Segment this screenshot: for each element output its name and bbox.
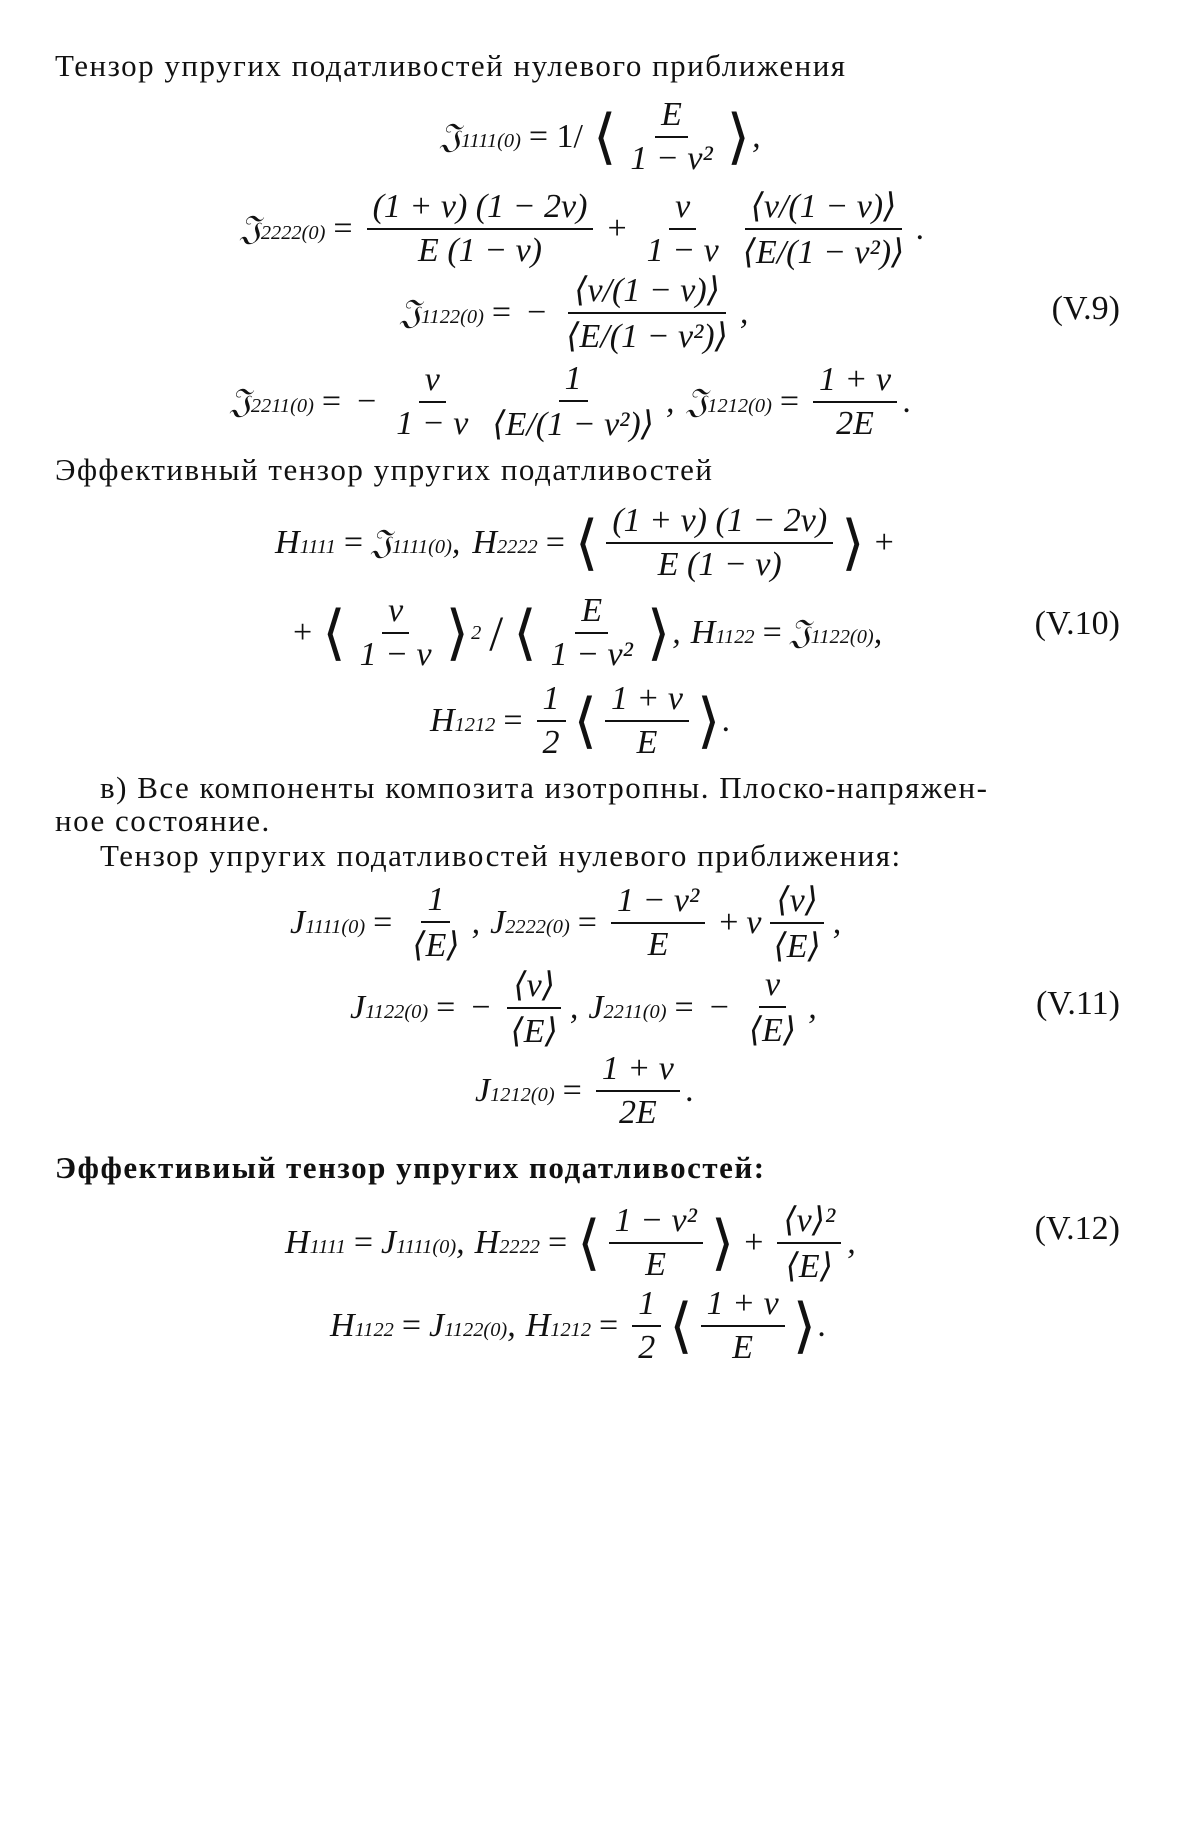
paragraph-effective-tensor: Эффективный тензор упругих податливостей xyxy=(55,452,714,487)
paragraph-isotropic-line1: в) Все компоненты композита изотропны. П… xyxy=(100,770,989,805)
equation-number-v11: (V.11) xyxy=(1035,985,1120,1022)
paragraph-effective-tensor-2: Эффективиый тензор упругих податливостей… xyxy=(55,1150,766,1185)
paragraph-zero-approx-2: Тензор упругих податливостей нулевого пр… xyxy=(100,838,902,873)
equation-number-v10: (V.10) xyxy=(1034,605,1120,642)
paragraph-isotropic-line2: ное состояние. xyxy=(55,803,271,838)
equation-number-v12: (V.12) xyxy=(1034,1210,1120,1247)
equation-number-v9: (V.9) xyxy=(1051,290,1120,327)
paragraph-zero-approx: Тензор упругих податливостей нулевого пр… xyxy=(55,48,847,83)
